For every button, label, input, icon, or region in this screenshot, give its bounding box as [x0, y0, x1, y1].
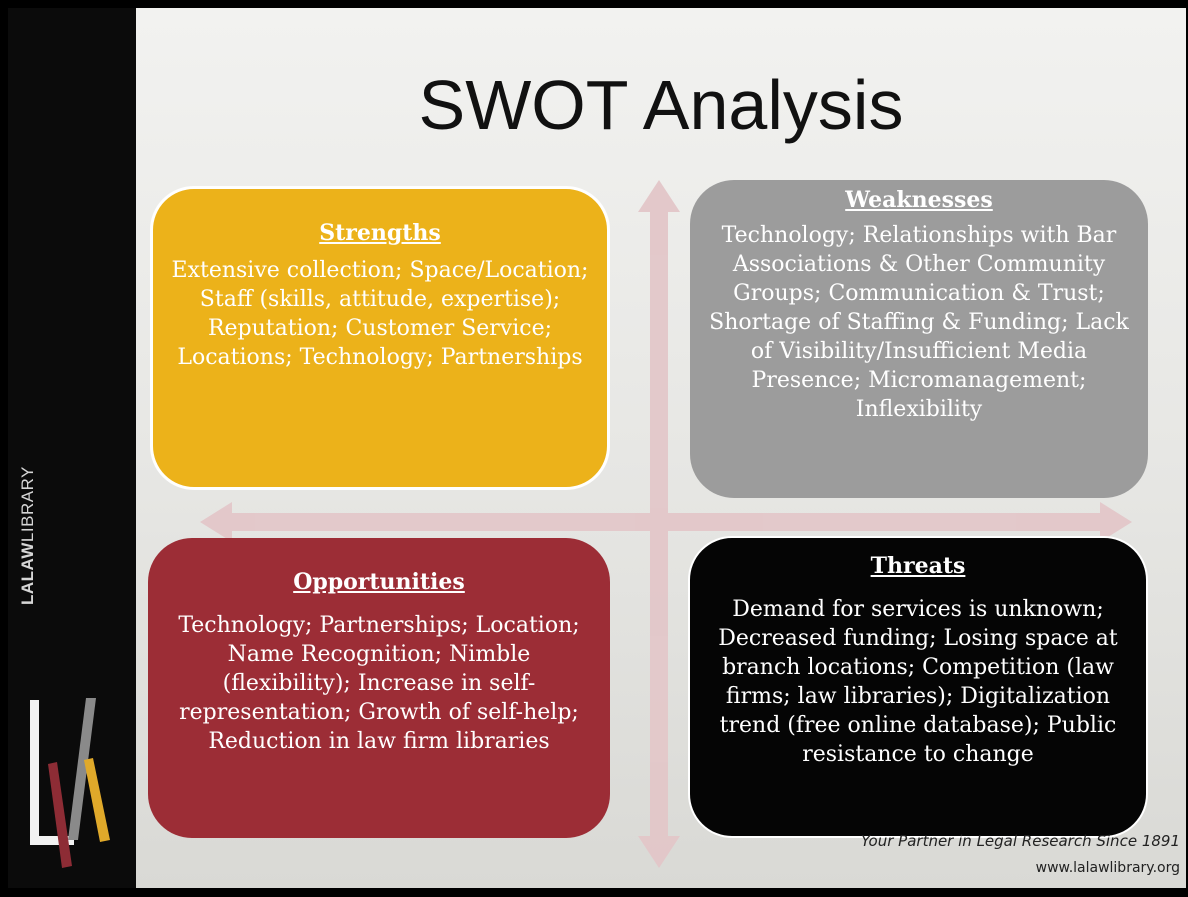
opportunities-heading: Opportunities: [293, 569, 465, 595]
strengths-heading: Strengths: [319, 220, 441, 246]
brand-tagline: Your Partner in Legal Research Since 189…: [861, 832, 1180, 850]
horizontal-axis-shaft: [228, 513, 1104, 531]
arrow-right-head: [1100, 502, 1132, 542]
opportunities-body: Technology; Partnerships; Location; Name…: [178, 613, 580, 754]
arrow-left-head: [200, 502, 232, 542]
strengths-body: Extensive collection; Space/Location; St…: [171, 258, 589, 370]
weaknesses-quadrant: Weaknesses Technology; Relationships wit…: [690, 180, 1148, 498]
arrow-down-head: [638, 836, 680, 868]
brand-logo-icon: [30, 698, 110, 868]
threats-quadrant: Threats Demand for services is unknown; …: [688, 536, 1148, 838]
logo-bar-white-base: [30, 836, 74, 845]
website-url: www.lalawlibrary.org: [1035, 860, 1180, 876]
slide-title: SWOT Analysis: [418, 66, 904, 144]
brand-sidebar: [8, 8, 136, 888]
arrow-up-head: [638, 180, 680, 212]
logo-bar-yellow: [84, 758, 110, 842]
logo-bar-white-vertical: [30, 700, 39, 845]
strengths-quadrant: Strengths Extensive collection; Space/Lo…: [150, 186, 610, 490]
threats-heading: Threats: [870, 553, 966, 579]
logo-bar-grey: [68, 698, 96, 840]
logo-bar-red: [48, 762, 72, 868]
threats-body: Demand for services is unknown; Decrease…: [718, 597, 1118, 767]
weaknesses-body: Technology; Relationships with Bar Assoc…: [709, 223, 1129, 422]
weaknesses-heading: Weaknesses: [845, 187, 993, 213]
opportunities-quadrant: Opportunities Technology; Partnerships; …: [148, 538, 610, 838]
